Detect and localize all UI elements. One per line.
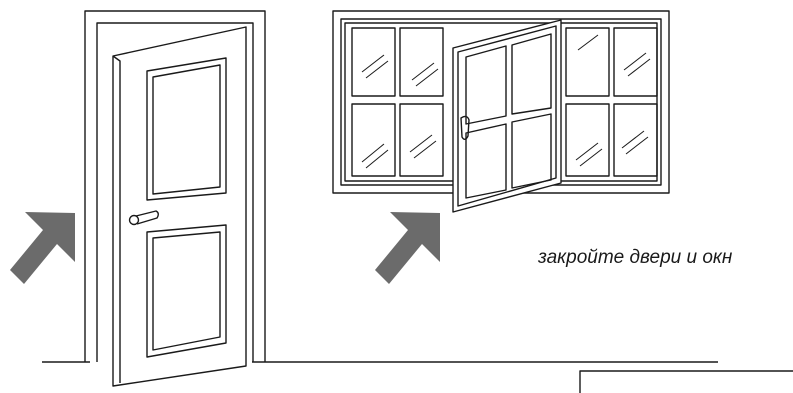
door-handle-icon xyxy=(130,211,159,225)
floor-lines xyxy=(42,362,793,393)
window-icon xyxy=(333,11,669,212)
door-frame xyxy=(85,11,265,362)
arrow-icon xyxy=(10,212,75,284)
caption-text: закройте двери и окн xyxy=(538,247,732,269)
door-icon xyxy=(113,27,246,386)
arrow-icon xyxy=(375,212,440,284)
